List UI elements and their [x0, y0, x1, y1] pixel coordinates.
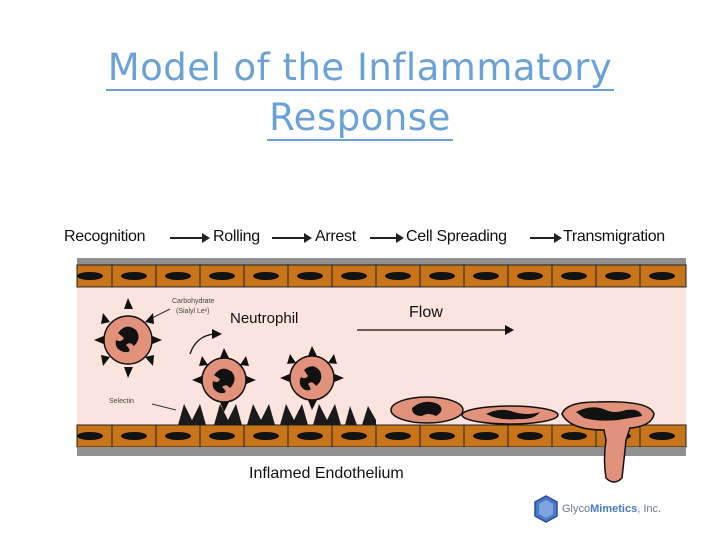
endothelial-cell-bottom-nucleus [297, 432, 323, 440]
spreading-cell-1 [390, 396, 464, 424]
endothelial-cell-top-nucleus [253, 272, 279, 280]
endothelial-cell-top-nucleus [385, 272, 411, 280]
stage-arrow-4 [530, 233, 562, 243]
flow-arrow [357, 325, 514, 335]
transmigrating-cell [561, 401, 655, 483]
endothelial-cell-top-nucleus [341, 272, 367, 280]
logo-brand-b: Mimetics [590, 503, 638, 515]
endothelial-cell-top-nucleus [165, 272, 191, 280]
carbohydrate-label-line1: Carbohydrate [172, 298, 215, 305]
stage-cell-spreading: Cell Spreading [406, 228, 507, 245]
spreading-cell-2 [461, 405, 559, 425]
logo-brand-a: Glyco [562, 503, 591, 515]
title-line-2: Response [0, 96, 720, 141]
stage-arrow-3 [370, 233, 404, 243]
endothelial-cell-bottom-nucleus [385, 432, 411, 440]
glycomimetics-logo-text: GlycoMimetics, Inc. [562, 503, 661, 515]
endothelial-cell-top-nucleus [77, 272, 103, 280]
endothelial-cell-top-nucleus [473, 272, 499, 280]
neutrophil-rolling [192, 348, 256, 412]
endothelial-cell-bottom-nucleus [429, 432, 455, 440]
neutrophil-label: Neutrophil [230, 310, 299, 327]
endothelial-cell-top-nucleus [121, 272, 147, 280]
endothelial-cell-bottom-nucleus [209, 432, 235, 440]
stage-arrest: Arrest [315, 228, 356, 245]
carbohydrate-label-line2: (Sialyl Leˣ) [176, 308, 210, 315]
endothelial-cell-top-nucleus [561, 272, 587, 280]
neutrophil-recognition [94, 298, 162, 378]
stage-recognition: Recognition [64, 228, 146, 245]
endothelial-cell-bottom-nucleus [649, 432, 675, 440]
endothelial-cell-top-nucleus [605, 272, 631, 280]
endothelial-cell-top-nucleus [649, 272, 675, 280]
endothelial-cell-bottom-nucleus [253, 432, 279, 440]
selectin-molecules [178, 404, 376, 425]
flow-label: Flow [409, 304, 443, 321]
logo-suffix: , Inc. [637, 503, 662, 515]
glycomimetics-logo-icon [534, 495, 558, 523]
endothelial-cell-bottom-nucleus [341, 432, 367, 440]
endothelial-cell-bottom-nucleus [165, 432, 191, 440]
stage-transmigration: Transmigration [563, 228, 665, 245]
stage-arrow-1 [170, 233, 210, 243]
stage-arrow-2 [272, 233, 312, 243]
stage-rolling: Rolling [213, 228, 260, 245]
rolling-arrow [189, 329, 222, 355]
title-line-1: Model of the Inflammatory [0, 46, 720, 91]
endothelial-cell-top-nucleus [517, 272, 543, 280]
endothelial-cell-bottom-nucleus [77, 432, 103, 440]
endothelial-cell-bottom-nucleus [517, 432, 543, 440]
endothelial-cell-top-nucleus [209, 272, 235, 280]
endothelial-cell-bottom-nucleus [121, 432, 147, 440]
neutrophil-arrest [280, 346, 344, 410]
endothelial-cell-bottom-nucleus [473, 432, 499, 440]
title-line-1-text: Model of the Inflammatory [105, 46, 615, 91]
selectin-label: Selectin [109, 398, 134, 405]
endothelial-cell-top-nucleus [429, 272, 455, 280]
endothelial-cell-bottom-nucleus [561, 432, 587, 440]
vessel-wall-bottom [76, 424, 687, 456]
title-line-2-text: Response [267, 96, 453, 141]
vessel-wall-top [76, 258, 687, 288]
selectin-pointer [151, 403, 177, 411]
endothelium-label: Inflamed Endothelium [249, 465, 404, 482]
endothelial-cell-top-nucleus [297, 272, 323, 280]
carbohydrate-pointer [151, 308, 171, 319]
